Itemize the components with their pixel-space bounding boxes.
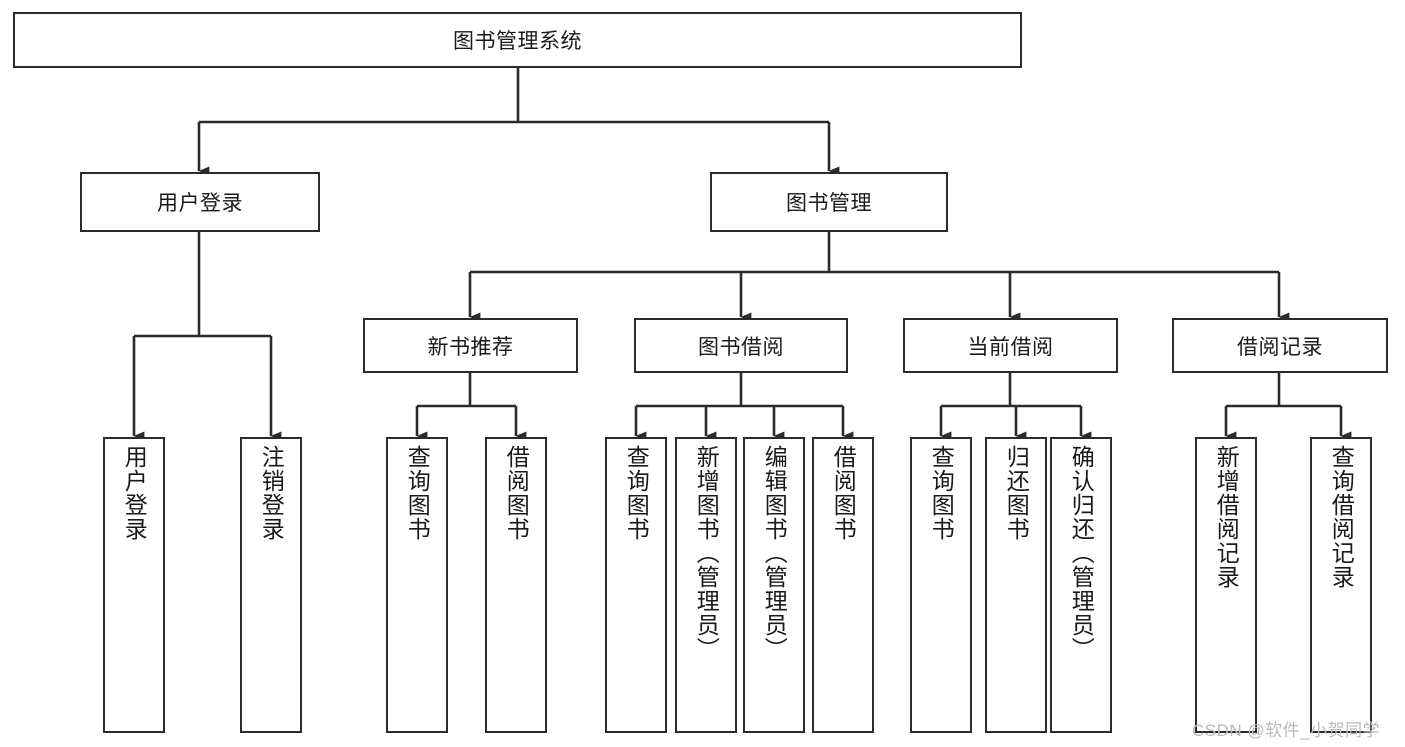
branch-node[interactable]: 图书管理: [710, 172, 948, 232]
node-label: 查询图书: [404, 445, 431, 541]
leaf-node[interactable]: 编辑图书（管理员）: [743, 437, 805, 733]
node-label: 查询图书: [623, 445, 650, 541]
leaf-node[interactable]: 确认归还（管理员）: [1050, 437, 1112, 733]
branch-node[interactable]: 借阅记录: [1172, 318, 1388, 373]
branch-node[interactable]: 用户登录: [80, 172, 320, 232]
node-label: 查询借阅记录: [1328, 445, 1355, 589]
leaf-node[interactable]: 注销登录: [240, 437, 302, 733]
node-label: 新增借阅记录: [1213, 445, 1240, 589]
node-label: 编辑图书（管理员）: [761, 445, 788, 661]
node-label: 确认归还（管理员）: [1068, 445, 1095, 661]
leaf-node[interactable]: 用户登录: [103, 437, 165, 733]
leaf-node[interactable]: 借阅图书: [485, 437, 547, 733]
node-label: 新书推荐: [427, 335, 514, 359]
leaf-node[interactable]: 查询图书: [386, 437, 448, 733]
node-label: 图书管理系统: [453, 30, 582, 53]
leaf-node[interactable]: 借阅图书: [812, 437, 874, 733]
node-label: 图书借阅: [698, 335, 784, 359]
leaf-node[interactable]: 归还图书: [985, 437, 1047, 733]
node-label: 借阅图书: [503, 445, 530, 541]
node-label: 归还图书: [1003, 445, 1030, 541]
node-label: 借阅图书: [830, 445, 857, 541]
tree-edges: [132, 68, 1352, 441]
branch-node[interactable]: 新书推荐: [363, 318, 578, 373]
node-label: 用户登录: [121, 445, 148, 541]
watermark-label: CSDN @软件_小贺同学: [1192, 721, 1381, 740]
node-label: 新增图书（管理员）: [693, 445, 720, 661]
node-label: 查询图书: [928, 445, 955, 541]
node-label: 借阅记录: [1237, 335, 1323, 359]
branch-node[interactable]: 当前借阅: [903, 318, 1118, 373]
node-label: 用户登录: [157, 192, 243, 215]
leaf-node[interactable]: 新增图书（管理员）: [675, 437, 737, 733]
node-label: 注销登录: [258, 445, 285, 541]
node-label: 图书管理: [786, 192, 872, 215]
root-node[interactable]: 图书管理系统: [13, 12, 1022, 68]
node-label: 当前借阅: [967, 335, 1054, 359]
branch-node[interactable]: 图书借阅: [634, 318, 848, 373]
leaf-node[interactable]: 新增借阅记录: [1195, 437, 1257, 733]
leaf-node[interactable]: 查询图书: [605, 437, 667, 733]
leaf-node[interactable]: 查询借阅记录: [1310, 437, 1372, 733]
leaf-node[interactable]: 查询图书: [910, 437, 972, 733]
